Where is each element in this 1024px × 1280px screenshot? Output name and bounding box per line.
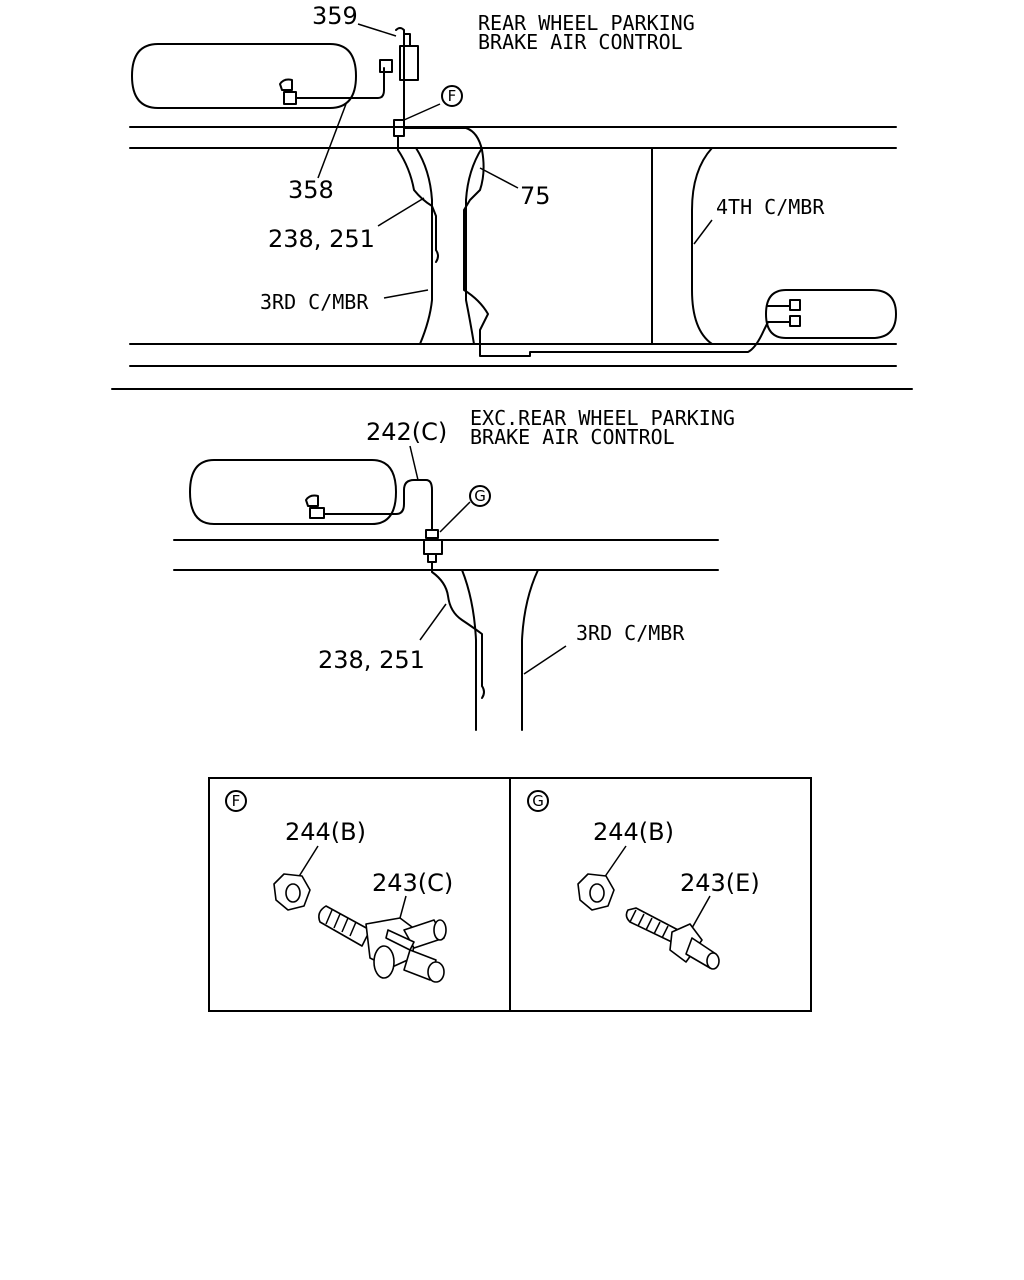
pipe-75 bbox=[463, 149, 791, 357]
tank-fitting-top bbox=[279, 78, 297, 105]
detail-marker-g-bottom-label: G bbox=[474, 487, 486, 505]
tee-fitting-f bbox=[393, 119, 483, 151]
detail-marker-f-top bbox=[441, 85, 463, 107]
detail-marker-f-top-label: F bbox=[448, 87, 457, 105]
tee-fitting-243c bbox=[318, 905, 447, 983]
top-title-line2: BRAKE AIR CONTROL bbox=[478, 30, 683, 54]
panel-f-marker bbox=[225, 790, 247, 812]
callout-358: 358 bbox=[288, 176, 334, 204]
callout-238-251-top: 238, 251 bbox=[268, 225, 375, 253]
air-tank-right bbox=[765, 289, 897, 339]
panel-f-fitting-label: 243(C) bbox=[372, 869, 453, 897]
bottom-title-line2: BRAKE AIR CONTROL bbox=[470, 425, 675, 449]
callout-242c: 242(C) bbox=[366, 418, 447, 446]
callout-359: 359 bbox=[312, 2, 358, 30]
panel-g-marker bbox=[527, 790, 549, 812]
nut-244b-f bbox=[273, 873, 311, 911]
panel-f-marker-label: F bbox=[232, 792, 241, 810]
label-3rd-cmbr-top: 3RD C/MBR bbox=[260, 290, 369, 314]
third-crossmember-bottom bbox=[461, 569, 477, 731]
panel-g-nut-label: 244(B) bbox=[593, 818, 674, 846]
pipe-242c bbox=[323, 479, 433, 531]
panel-g-marker-label: G bbox=[532, 792, 544, 810]
top-section: F REAR WHEEL PARKING BRAKE AIR CONTROL 3… bbox=[129, 2, 897, 367]
valve-359 bbox=[379, 27, 419, 121]
air-tank-bottom bbox=[189, 459, 397, 525]
third-crossmember-top bbox=[415, 147, 433, 345]
detail-panel-f: F 244(B) 243(C) bbox=[225, 790, 453, 983]
callout-238-251-bottom: 238, 251 bbox=[318, 646, 425, 674]
panel-g-fitting-label: 243(E) bbox=[680, 869, 760, 897]
bottom-section: G EXC.REAR WHEEL PARKING BRAKE AIR CONTR… bbox=[173, 406, 735, 731]
detail-panels: F 244(B) 243(C) bbox=[208, 777, 812, 1012]
tank-fitting-bottom bbox=[305, 494, 325, 519]
callout-75: 75 bbox=[520, 182, 551, 210]
panel-f-nut-label: 244(B) bbox=[285, 818, 366, 846]
top-title-line1: REAR WHEEL PARKING bbox=[478, 11, 695, 35]
nut-244b-g bbox=[577, 873, 615, 911]
label-3rd-cmbr-bottom: 3RD C/MBR bbox=[576, 621, 685, 645]
air-tank-top bbox=[131, 43, 357, 109]
label-4th-cmbr: 4TH C/MBR bbox=[716, 195, 825, 219]
detail-marker-g-bottom bbox=[469, 485, 491, 507]
detail-panel-g: G 244(B) 243(E) bbox=[527, 790, 760, 970]
straight-fitting-243e bbox=[625, 907, 720, 970]
bottom-title-line1: EXC.REAR WHEEL PARKING bbox=[470, 406, 735, 430]
tee-fitting-g bbox=[423, 529, 443, 563]
